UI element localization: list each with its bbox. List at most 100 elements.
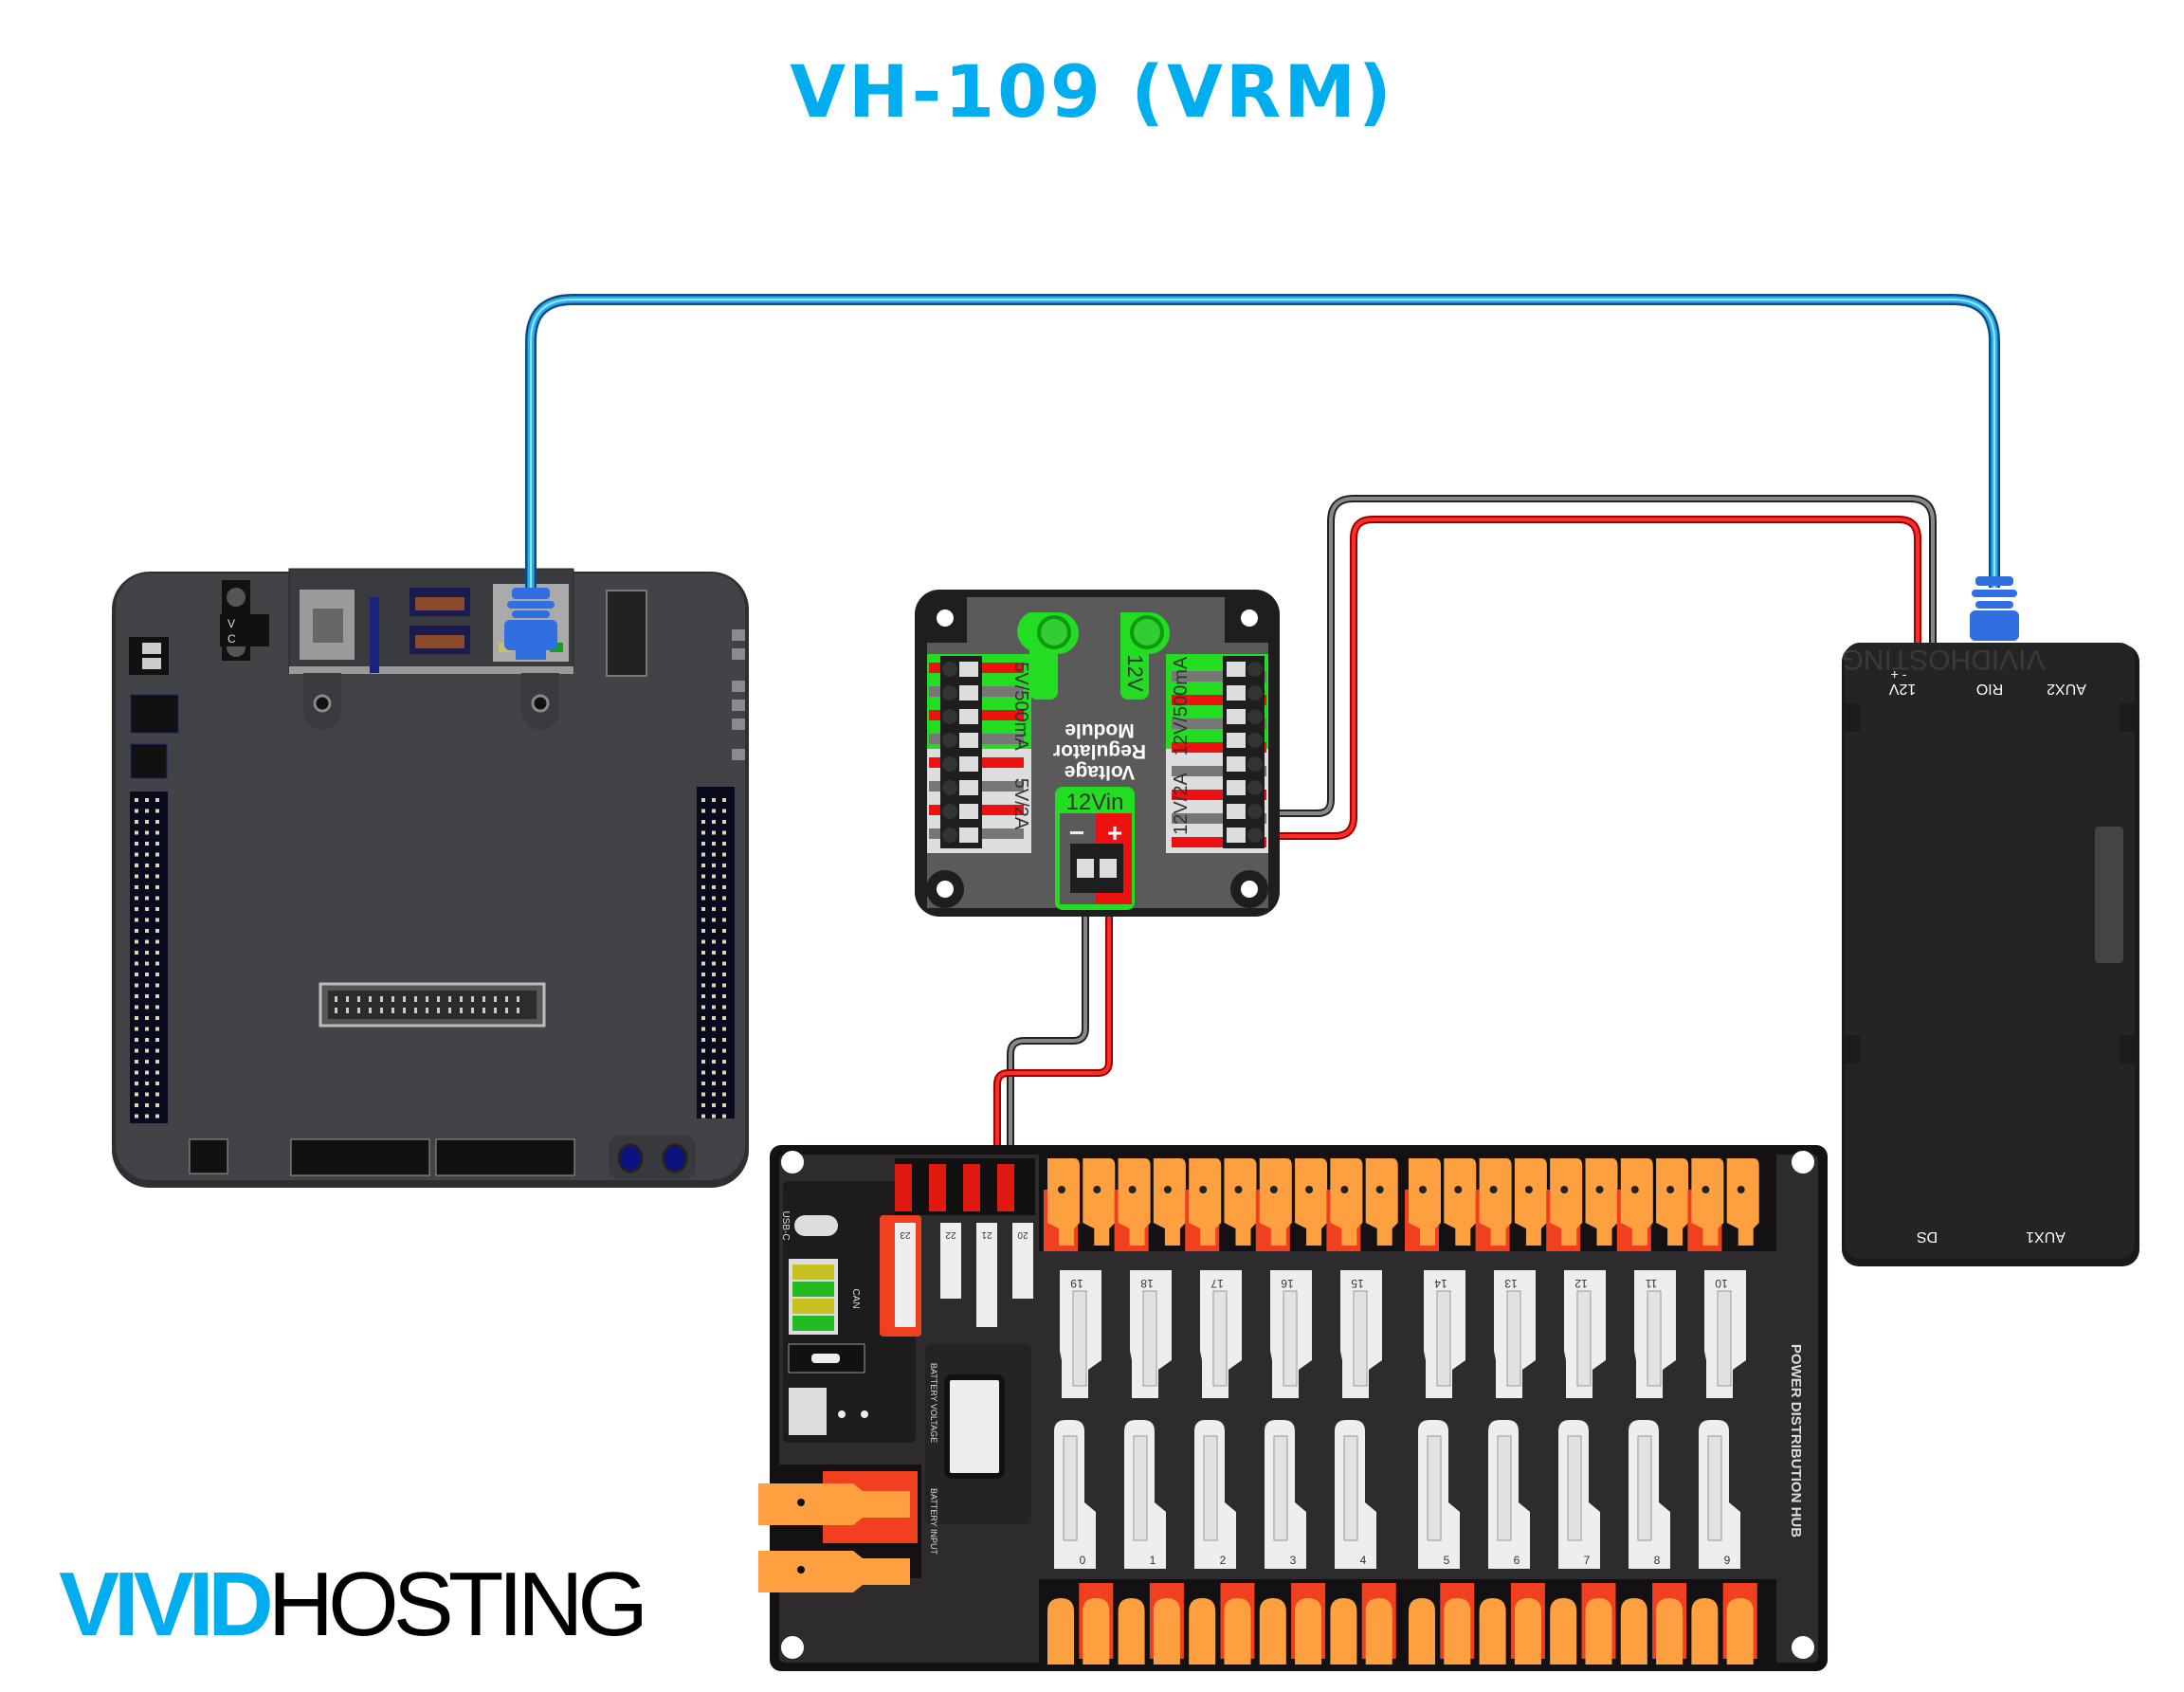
user-button[interactable] xyxy=(617,1143,644,1173)
pdh-usb-c-port[interactable] xyxy=(794,1215,838,1236)
channel-lever-top[interactable] xyxy=(1295,1158,1328,1246)
diagram-title: VH-109 (VRM) xyxy=(790,49,1394,134)
vrm-terminal-12v[interactable] xyxy=(1227,828,1246,843)
vrm-terminal-5v[interactable] xyxy=(959,756,978,772)
dio-pin xyxy=(155,1038,159,1042)
radio-port-aux1[interactable]: AUX1 xyxy=(2026,1228,2066,1245)
vrm-terminal-12v[interactable] xyxy=(1227,804,1246,819)
vrm-terminal-12v[interactable] xyxy=(1227,780,1246,795)
vrm-stripe xyxy=(1172,837,1266,847)
channel-lever-bottom[interactable] xyxy=(1365,1598,1392,1665)
pwm-pin xyxy=(712,994,716,998)
radio-port-ds[interactable]: DS xyxy=(1917,1228,1938,1245)
switchable-fuse-21[interactable] xyxy=(976,1223,997,1327)
vrm-terminal-5v[interactable] xyxy=(959,662,978,677)
dio-pin xyxy=(135,929,138,933)
channel-lever-top[interactable] xyxy=(1047,1158,1080,1246)
switchable-fuse-20[interactable] xyxy=(1012,1223,1033,1299)
channel-lever-bottom[interactable] xyxy=(1444,1598,1471,1665)
channel-lever-top[interactable] xyxy=(1409,1158,1441,1246)
switchable-fuse-23[interactable] xyxy=(895,1223,916,1327)
channel-lever-top[interactable] xyxy=(1656,1158,1689,1246)
channel-lever-bottom[interactable] xyxy=(1691,1598,1719,1665)
channel-lever-bottom[interactable] xyxy=(1514,1598,1541,1665)
channel-lever-top[interactable] xyxy=(1259,1158,1292,1246)
channel-lever-bottom[interactable] xyxy=(1295,1598,1322,1665)
vrm-terminal-5v[interactable] xyxy=(959,709,978,724)
vrm-stripe xyxy=(1172,671,1266,682)
channel-lever-top[interactable] xyxy=(1691,1158,1724,1246)
channel-lever-top[interactable] xyxy=(1118,1158,1151,1246)
reset-button[interactable] xyxy=(662,1143,688,1173)
channel-lever-top[interactable] xyxy=(1189,1158,1222,1246)
vrm-terminal-12v[interactable] xyxy=(1227,733,1246,748)
channel-lever-top[interactable] xyxy=(1083,1158,1116,1246)
channel-lever-bottom[interactable] xyxy=(1047,1598,1074,1665)
channel-lever-top[interactable] xyxy=(1365,1158,1398,1246)
channel-lever-bottom[interactable] xyxy=(1118,1598,1145,1665)
label-5v-2a: 5V/2A xyxy=(1010,778,1031,830)
dio-pin xyxy=(145,1027,149,1031)
channel-lever-top[interactable] xyxy=(1514,1158,1547,1246)
channel-lever-bottom[interactable] xyxy=(1083,1598,1110,1665)
pwm-pin xyxy=(722,874,726,879)
channel-lever-bottom[interactable] xyxy=(1656,1598,1684,1665)
vrm-terminal-5v[interactable] xyxy=(959,733,978,748)
channel-lever-bottom[interactable] xyxy=(1259,1598,1286,1665)
channel-lever-bottom[interactable] xyxy=(1726,1598,1754,1665)
dio-pin xyxy=(135,1038,138,1042)
pwm-pin xyxy=(712,907,716,911)
channel-lever-top[interactable] xyxy=(1153,1158,1186,1246)
channel-lever-bottom[interactable] xyxy=(1550,1598,1577,1665)
vrm-terminal-12v[interactable] xyxy=(1227,756,1246,772)
vrm-terminal-12v[interactable] xyxy=(1227,685,1246,700)
mxp-pin xyxy=(437,1008,440,1013)
pwm-pin xyxy=(722,1005,726,1010)
channel-lever-top[interactable] xyxy=(1550,1158,1583,1246)
radio-port-rio[interactable]: RIO xyxy=(1976,681,2003,697)
channel-lever-top[interactable] xyxy=(1444,1158,1477,1246)
channel-lever-bottom[interactable] xyxy=(1153,1598,1180,1665)
channel-lever-top[interactable] xyxy=(1479,1158,1512,1246)
vrm-terminal-5v[interactable] xyxy=(959,780,978,795)
vrm-terminal-12v[interactable] xyxy=(1227,709,1246,724)
channel-label-bottom: 6 xyxy=(1514,1554,1520,1567)
vrm-name-line1: Voltage xyxy=(1065,761,1135,783)
channel-lever-top[interactable] xyxy=(1330,1158,1363,1246)
dio-pin xyxy=(155,830,159,835)
mxp-pin xyxy=(414,996,417,1002)
rs485-port[interactable] xyxy=(789,1388,827,1435)
vrm-terminal-12v[interactable] xyxy=(1227,662,1246,677)
channel-lever-bottom[interactable] xyxy=(1224,1598,1251,1665)
vrm-terminal-5v[interactable] xyxy=(959,828,978,843)
pwm-pin xyxy=(722,830,726,835)
lever-hole xyxy=(1269,1186,1278,1193)
dio-pin xyxy=(135,907,138,911)
fuse-window xyxy=(1567,1435,1582,1541)
channel-lever-bottom[interactable] xyxy=(1585,1598,1612,1665)
dio-pin xyxy=(155,896,159,901)
vrm-terminal-5v[interactable] xyxy=(959,804,978,819)
channel-lever-bottom[interactable] xyxy=(1189,1598,1216,1665)
channel-lever-bottom[interactable] xyxy=(1409,1598,1435,1665)
channel-lever-top[interactable] xyxy=(1620,1158,1653,1246)
channel-lever-bottom[interactable] xyxy=(1620,1598,1647,1665)
channel-lever-top[interactable] xyxy=(1726,1158,1759,1246)
radio-port-aux2[interactable]: AUX2 xyxy=(2047,681,2086,697)
battery-lug-negative xyxy=(758,1551,910,1592)
channel-lever-bottom[interactable] xyxy=(1479,1598,1506,1665)
dio-pin xyxy=(155,973,159,976)
channel-lever-top[interactable] xyxy=(1224,1158,1257,1246)
channel-lever-top[interactable] xyxy=(1585,1158,1618,1246)
mode-led xyxy=(838,1410,846,1418)
pwm-pin xyxy=(712,1038,716,1042)
switchable-fuse-22[interactable] xyxy=(940,1223,961,1299)
channel-lever-bottom[interactable] xyxy=(1330,1598,1357,1665)
vrm-plus: + xyxy=(1107,818,1122,847)
vrm-terminal-5v[interactable] xyxy=(959,685,978,700)
dio-pin xyxy=(155,1016,159,1020)
radio-port-12v[interactable]: 12V xyxy=(1888,681,1916,697)
dio-pin xyxy=(155,852,159,857)
pdh-name: POWER DISTRIBUTION HUB xyxy=(1788,1344,1804,1537)
pdh-mount-hole xyxy=(781,1636,804,1659)
